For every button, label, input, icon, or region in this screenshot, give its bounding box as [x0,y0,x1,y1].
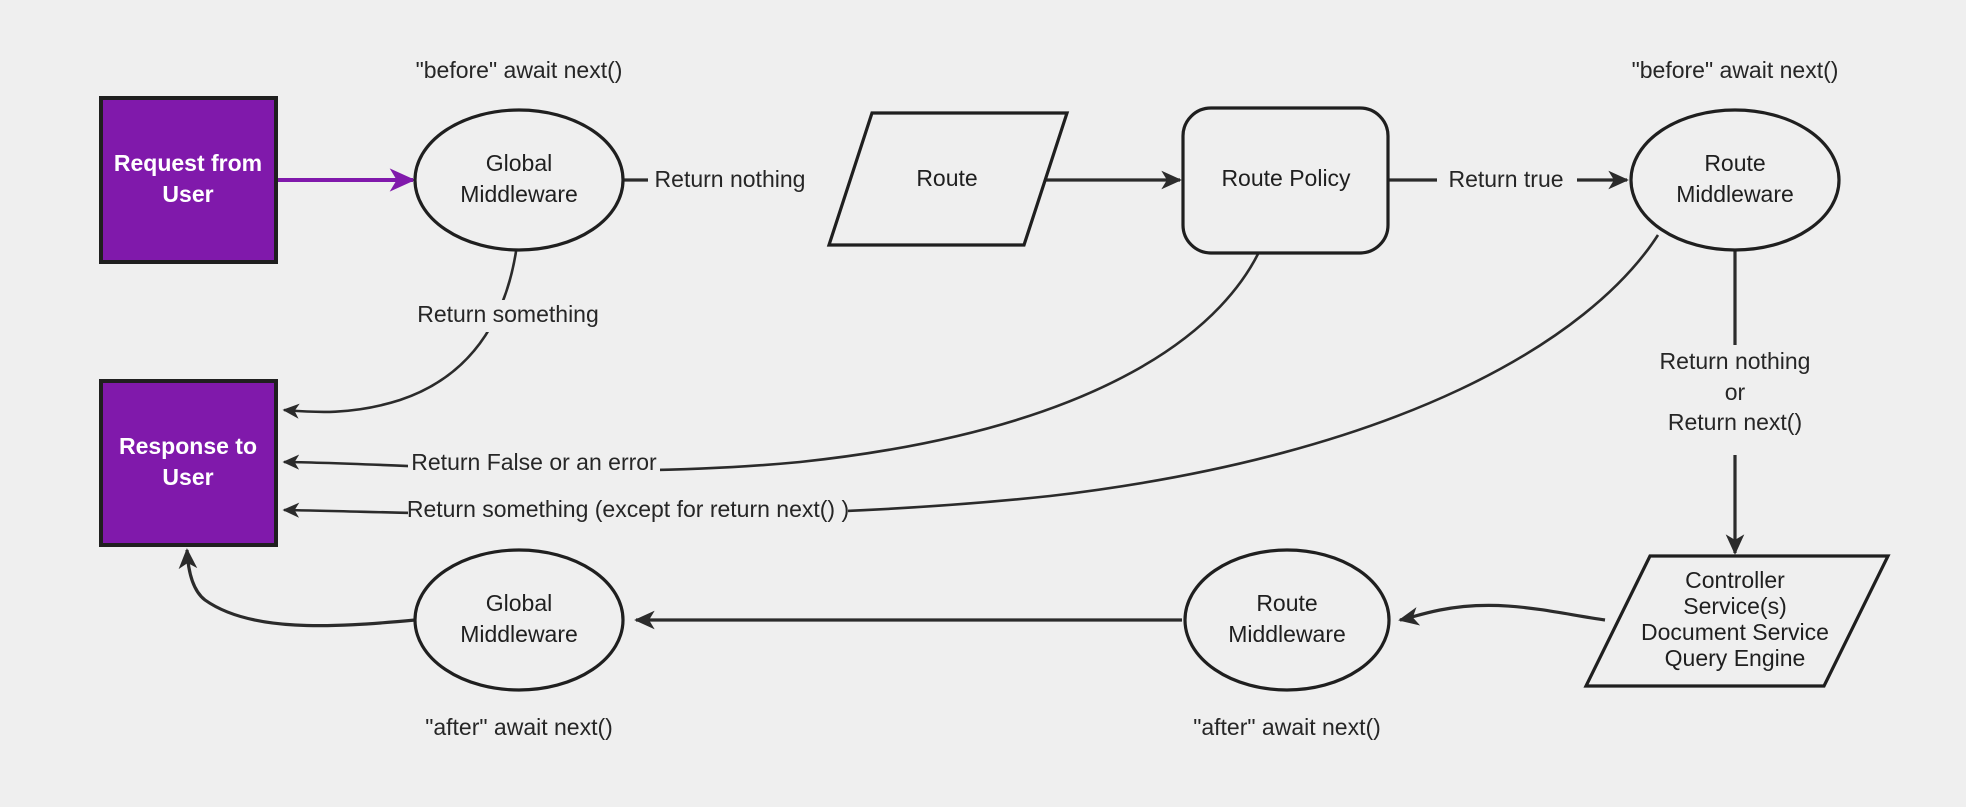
annotation-after-route-middleware: "after" await next() [1193,714,1381,740]
label-bg-return-false-or-error [408,449,660,479]
label-bg-return-nothing [648,165,836,195]
route-middleware-before-line2: Middleware [1676,181,1794,207]
controller-stack-line3: Document Service [1641,619,1829,645]
edge-controller-to-route-middleware-after [1398,603,1606,626]
controller-stack-line1: Controller [1685,567,1785,593]
controller-stack-line4: Query Engine [1665,645,1806,671]
response-to-user-line2: User [162,464,213,490]
request-from-user-line1: Request from [114,150,262,176]
edge-label-return-something-global: Return something [417,301,599,327]
node-route-policy[interactable] [1181,106,1390,255]
node-global-middleware-before[interactable] [413,108,625,252]
edge-global-middleware-after-to-response [178,548,416,628]
route-label: Route [916,165,977,191]
route-middleware-after-line1: Route [1256,590,1317,616]
global-middleware-before-line2: Middleware [460,181,578,207]
label-bg-return-something-except-next [408,496,848,526]
node-route[interactable] [826,111,1070,247]
edge-label-return-true: Return true [1448,166,1563,192]
route-policy-label: Route Policy [1221,165,1351,191]
edge-global-middleware-return-something [282,236,520,419]
label-bg-return-nothing-or-next [1645,345,1827,455]
label-bg-return-something-global [408,300,608,332]
edge-label-return-nothing: Return nothing [655,166,806,192]
node-global-middleware-after[interactable] [413,548,625,692]
edge-label-return-something-except-next: Return something (except for return next… [407,496,849,522]
route-middleware-after-line2: Middleware [1228,621,1346,647]
route-middleware-before-line1: Route [1704,150,1765,176]
edge-route-policy-return-false [282,235,1268,472]
edge-label-return-nothing-or-next-line3: Return next() [1668,409,1802,435]
response-to-user-line1: Response to [119,433,257,459]
annotation-after-global-middleware: "after" await next() [425,714,613,740]
global-middleware-before-line1: Global [486,150,552,176]
node-response-to-user[interactable] [99,379,278,547]
controller-stack-line2: Service(s) [1683,593,1787,619]
edge-label-return-nothing-or-next-line1: Return nothing [1660,348,1811,374]
annotation-before-global-middleware: "before" await next() [416,57,623,83]
node-controller-stack[interactable] [1583,554,1891,688]
request-from-user-line2: User [162,181,213,207]
global-middleware-after-line2: Middleware [460,621,578,647]
global-middleware-after-line1: Global [486,590,552,616]
edge-label-return-nothing-or-next-line2: or [1725,379,1746,405]
edge-label-return-false-or-error: Return False or an error [411,449,657,475]
node-request-from-user[interactable] [99,96,278,264]
annotation-before-route-middleware: "before" await next() [1632,57,1839,83]
node-route-middleware-before[interactable] [1629,108,1841,252]
node-route-middleware-after[interactable] [1183,548,1391,692]
label-bg-return-true [1437,165,1577,195]
